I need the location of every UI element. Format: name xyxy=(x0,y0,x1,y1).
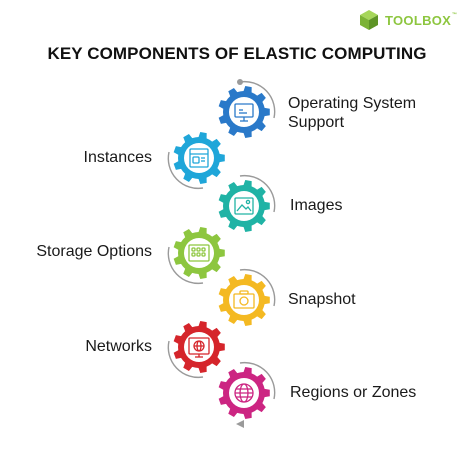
connector-arc-path xyxy=(239,80,276,119)
component-label-line: Images xyxy=(290,197,343,214)
connector-arc xyxy=(239,268,276,307)
connector-arc-path xyxy=(239,174,276,213)
component-gear xyxy=(173,132,225,184)
page-title: KEY COMPONENTS OF ELASTIC COMPUTING xyxy=(47,44,427,63)
snapshot-camera-icon xyxy=(233,290,255,309)
connector-arc xyxy=(167,246,204,285)
gear-center xyxy=(229,191,259,221)
component-label: Images xyxy=(290,196,342,215)
connector-arc-path xyxy=(239,268,276,307)
component-label: Storage Options xyxy=(36,242,152,261)
connector-arc xyxy=(239,174,276,213)
component-label-line: Storage Options xyxy=(36,243,152,260)
toolbox-cube-icon xyxy=(360,10,378,30)
gear-center xyxy=(229,97,259,127)
connector-arc xyxy=(167,151,204,190)
instances-window-icon xyxy=(189,148,209,168)
storage-drives-icon xyxy=(188,244,210,262)
component-gear xyxy=(173,227,225,279)
component-label-line: Regions or Zones xyxy=(290,384,417,401)
component-label-line: Operating System xyxy=(288,95,417,112)
connector-arc xyxy=(239,80,276,119)
component-label: Networks xyxy=(85,337,152,356)
component-label-line: Support xyxy=(288,114,345,131)
connector-arc-path xyxy=(167,246,204,285)
component-gear xyxy=(218,274,270,326)
component-label: Instances xyxy=(84,148,152,167)
trademark-mark: ™ xyxy=(451,11,458,18)
os-monitor-icon xyxy=(234,103,254,122)
network-globe-screen-icon xyxy=(188,337,210,358)
component-label-line: Snapshot xyxy=(288,291,356,308)
flow-start-dot xyxy=(237,79,243,85)
component-label: Snapshot xyxy=(288,290,356,309)
image-picture-icon xyxy=(234,197,254,215)
gear-stack xyxy=(173,86,270,419)
connector-arcs xyxy=(167,79,276,428)
connector-arc-path xyxy=(167,340,204,379)
component-gear xyxy=(218,180,270,232)
component-gear xyxy=(218,86,270,138)
component-label-line: Networks xyxy=(85,338,152,355)
component-gear xyxy=(173,321,225,373)
component-gear xyxy=(218,367,270,419)
connector-arc xyxy=(167,340,204,379)
regions-globe-icon xyxy=(234,383,254,403)
component-label-line: Instances xyxy=(83,149,152,166)
component-label: Regions or Zones xyxy=(290,383,416,402)
connector-arc xyxy=(239,361,276,400)
brand-name: TOOLBOX xyxy=(385,12,452,28)
connector-arc-path xyxy=(167,151,204,190)
flow-end-arrow xyxy=(236,420,244,428)
connector-arc-path xyxy=(239,361,276,400)
